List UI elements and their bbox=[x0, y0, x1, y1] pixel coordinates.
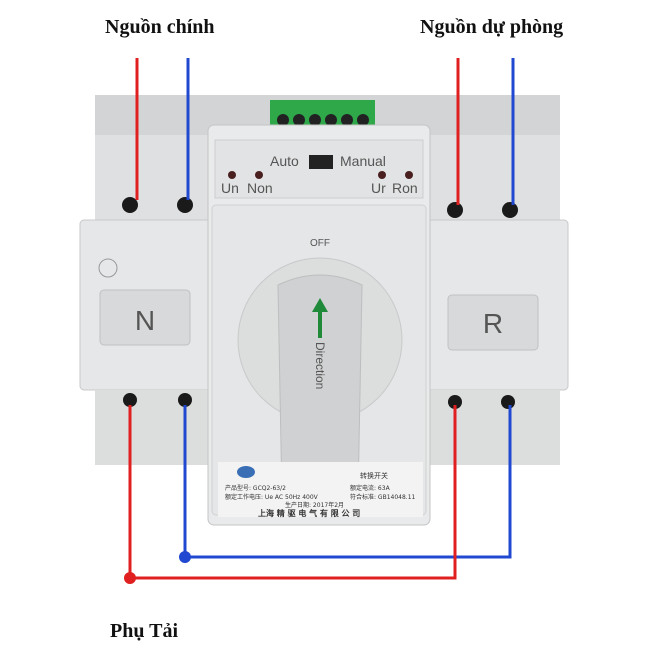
nameplate-standard: 符合标准: GB14048.11 bbox=[350, 493, 416, 501]
r-badge bbox=[447, 294, 539, 351]
screw-icon bbox=[501, 395, 515, 409]
nameplate-date: 生产日期: 2017年2月 bbox=[285, 501, 344, 509]
nameplate-title: 转换开关 bbox=[360, 471, 388, 480]
nameplate-current: 额定电流: 63A bbox=[350, 484, 391, 492]
screw-icon bbox=[123, 393, 137, 407]
screw-icon bbox=[502, 202, 518, 218]
mode-switch[interactable] bbox=[309, 155, 333, 169]
nameplate-maker: 上海 精 驱 电 气 有 限 公 司 bbox=[258, 508, 360, 518]
ron-led bbox=[405, 171, 413, 179]
load-neutral-wire bbox=[183, 405, 512, 559]
top-left-terminal-housing bbox=[95, 135, 215, 220]
ron-label: Ron bbox=[392, 180, 418, 196]
direction-label: Direction bbox=[313, 342, 327, 389]
ccc-mark-icon bbox=[98, 258, 118, 278]
direction-arrow-icon bbox=[312, 298, 328, 338]
ats-device: N R Auto Manual Un Non Ur Ron OFF bbox=[79, 95, 569, 526]
load-live-wire bbox=[128, 405, 457, 580]
non-label: Non bbox=[247, 180, 273, 196]
screw-icon bbox=[122, 197, 138, 213]
backup-source-label: Nguồn dự phòng bbox=[420, 16, 563, 38]
screw-icon bbox=[447, 202, 463, 218]
non-led bbox=[255, 171, 263, 179]
screw-icon bbox=[177, 197, 193, 213]
n-badge bbox=[99, 289, 191, 346]
n-label: N bbox=[135, 305, 155, 336]
nameplate-voltage: 额定工作电压: Ue AC 50Hz 400V bbox=[225, 493, 319, 501]
ur-led bbox=[378, 171, 386, 179]
neutral-junction bbox=[179, 551, 191, 563]
screw-icon bbox=[178, 393, 192, 407]
main-source-label: Nguồn chính bbox=[105, 16, 215, 38]
screw-icon bbox=[448, 395, 462, 409]
live-junction bbox=[124, 572, 136, 584]
wiring bbox=[128, 58, 515, 580]
manual-label: Manual bbox=[340, 153, 386, 169]
brand-logo bbox=[237, 466, 255, 478]
auto-label: Auto bbox=[270, 153, 299, 169]
ur-label: Ur bbox=[371, 180, 386, 196]
un-label: Un bbox=[221, 180, 239, 196]
off-label: OFF bbox=[310, 238, 330, 249]
load-label: Phụ Tải bbox=[110, 620, 178, 642]
bottom-left-terminal-housing bbox=[95, 390, 215, 465]
r-label: R bbox=[483, 308, 503, 339]
nameplate-model: 产品型号: GCQ2-63/2 bbox=[225, 484, 286, 492]
un-led bbox=[228, 171, 236, 179]
